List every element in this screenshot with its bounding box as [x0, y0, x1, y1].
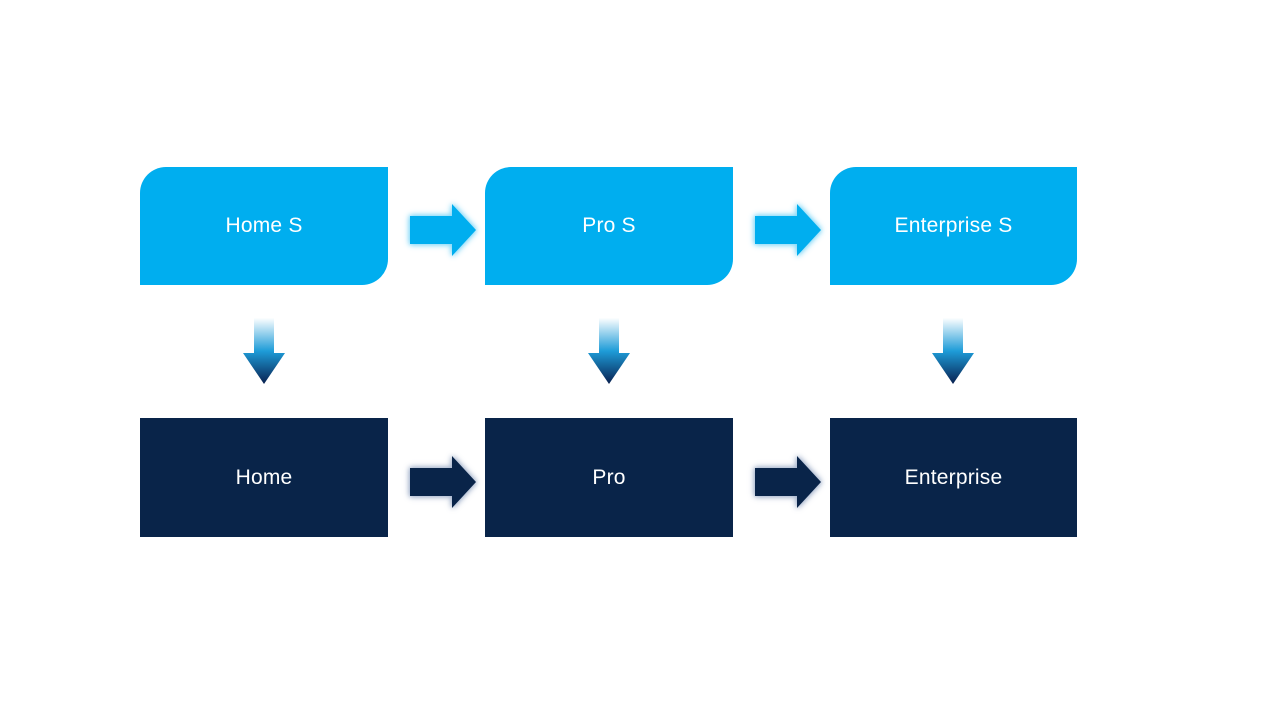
tier-box-label: Home S	[225, 214, 303, 237]
right-arrow-icon	[410, 204, 476, 256]
tier-box-pro: Pro	[485, 418, 733, 537]
tier-box-label: Home	[235, 465, 293, 489]
tier-box-home: Home	[140, 418, 388, 537]
right-arrow-icon	[410, 456, 476, 508]
down-arrow-icon	[932, 318, 974, 384]
tier-box-label: Enterprise S	[894, 214, 1013, 237]
tier-box-home-s: Home S	[140, 167, 388, 285]
tier-box-label: Pro	[592, 465, 626, 489]
right-arrow-icon	[755, 456, 821, 508]
tier-box-enterprise-s: Enterprise S	[830, 167, 1077, 285]
down-arrow-icon	[243, 318, 285, 384]
tier-box-label: Pro S	[582, 214, 636, 237]
tier-box-label: Enterprise	[904, 465, 1003, 489]
tier-box-enterprise: Enterprise	[830, 418, 1077, 537]
down-arrow-icon	[588, 318, 630, 384]
right-arrow-icon	[755, 204, 821, 256]
tier-box-pro-s: Pro S	[485, 167, 733, 285]
